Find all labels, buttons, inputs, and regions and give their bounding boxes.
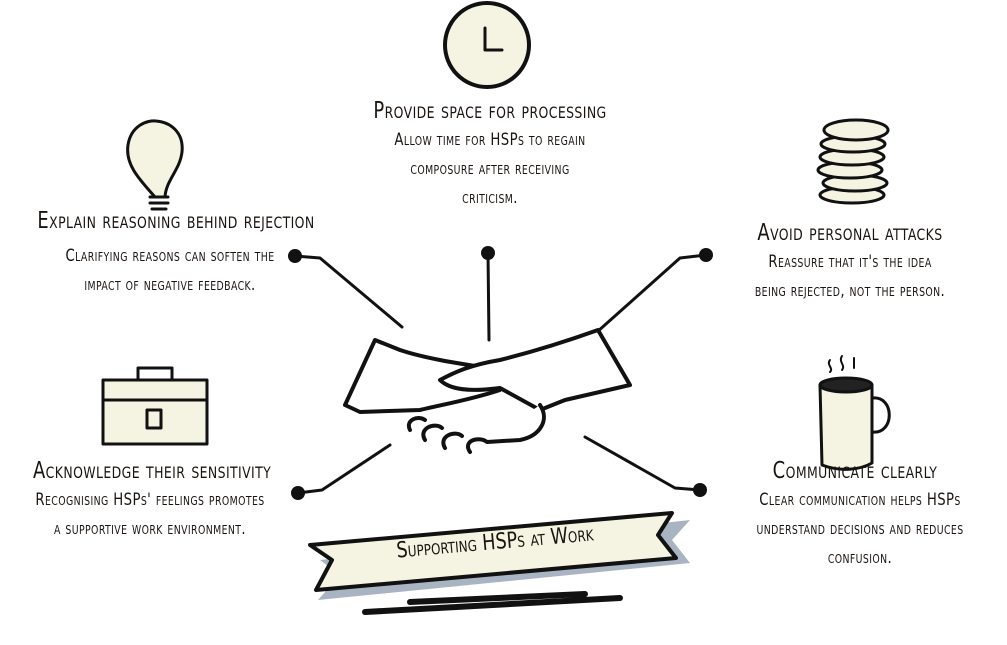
item-heading: Acknowledge their sensitivity	[33, 458, 272, 484]
connector-dots	[288, 246, 713, 500]
item-heading: Provide space for processing	[373, 98, 607, 124]
item-heading: Avoid personal attacks	[757, 220, 943, 246]
item-personal-attacks: Avoid personal attacks Reassure that it'…	[700, 220, 1000, 306]
item-description: Clarifying reasons can soften the impact…	[65, 246, 275, 295]
coffee-mug-icon	[818, 355, 891, 471]
item-description: Clear communication helps HSPs understan…	[756, 490, 964, 568]
clock-icon	[443, 1, 531, 89]
item-reasoning: Explain reasoning behind rejection Clari…	[0, 208, 340, 300]
item-communicate: Communicate clearly Clear communication …	[715, 458, 995, 573]
lightbulb-icon	[126, 119, 184, 211]
briefcase-icon	[101, 366, 209, 446]
title-banner	[308, 511, 690, 615]
item-description: Recognising HSPs' feelings promotes a su…	[35, 490, 265, 539]
item-processing: Provide space for processing Allow time …	[330, 98, 650, 213]
item-heading: Communicate clearly	[772, 458, 938, 484]
connector-lines	[293, 251, 708, 495]
handshake-icon	[343, 328, 632, 454]
item-sensitivity: Acknowledge their sensitivity Recognisin…	[0, 458, 300, 544]
coins-icon	[816, 118, 890, 205]
item-heading: Explain reasoning behind rejection	[37, 208, 315, 234]
item-description: Reassure that it's the idea being reject…	[754, 252, 946, 301]
item-description: Allow time for HSPs to regain composure …	[394, 130, 586, 208]
